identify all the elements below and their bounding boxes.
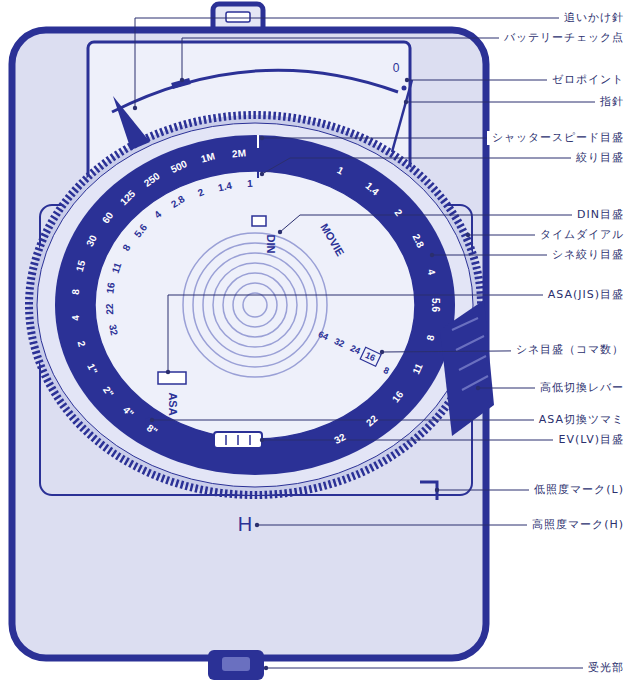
- shutter-speed-number: 2: [75, 340, 88, 348]
- high-light-mark: H: [238, 513, 252, 535]
- cine-aperture-number: 22: [364, 413, 380, 429]
- aperture-number: 4: [152, 209, 164, 222]
- center-rings: [183, 233, 327, 377]
- shutter-speed-number: 8": [144, 422, 159, 438]
- cine-aperture-number: 1: [334, 164, 345, 177]
- cine-aperture-number: 4: [424, 268, 437, 276]
- shutter-ring: [55, 135, 455, 475]
- shutter-speed-number: 250: [141, 171, 162, 190]
- leader-dots: [133, 78, 480, 670]
- callout-label: 指針: [595, 95, 626, 109]
- callout-label: ASA(JIS)目盛: [543, 288, 626, 302]
- shutter-index: [257, 135, 259, 148]
- cine-aperture-number: 32: [332, 431, 347, 447]
- aperture-number: 1: [247, 178, 253, 190]
- dial-face: [37, 123, 473, 487]
- aperture-number: 16: [105, 282, 118, 295]
- cine-frame-number: 8: [381, 365, 390, 377]
- callout-label: ゼロポイント: [547, 73, 626, 87]
- cine-aperture-number: 5.6: [429, 298, 441, 312]
- shutter-speed-number: 60: [99, 210, 115, 226]
- shutter-speed-number: 8: [69, 288, 81, 295]
- shutter-speed-number: 2M: [232, 147, 247, 160]
- aperture-number: 2.8: [169, 194, 187, 212]
- shutter-speed-number: 500: [169, 158, 189, 176]
- callout-label: タイムダイアル: [535, 228, 626, 242]
- callout-label: シネ絞り目盛: [547, 248, 626, 262]
- range-lever: [440, 300, 494, 436]
- asa-window: [158, 372, 186, 384]
- body-case: [12, 30, 486, 658]
- cine-aperture-number: 16: [390, 389, 406, 405]
- callout-label: 追いかけ針: [559, 11, 626, 25]
- cine-aperture-number: 8: [424, 334, 437, 342]
- callout-label: 高低切換レバー: [535, 381, 626, 395]
- cine-frame-number: 24: [348, 343, 362, 357]
- aperture-number: 5.6: [132, 221, 150, 239]
- callout-label: EV(LV)目盛: [553, 433, 626, 447]
- cine-aperture-number: 1.4: [362, 180, 380, 198]
- cine-frame-number: 32: [332, 336, 346, 350]
- callout-label: DIN目盛: [572, 208, 626, 222]
- aperture-number: 8: [120, 243, 133, 254]
- knurled-edge: [29, 115, 481, 495]
- callout-label: 絞り目盛: [571, 151, 626, 165]
- time-dial: [29, 115, 481, 495]
- receptor-lens: [222, 657, 250, 671]
- cine-aperture-number: 11: [411, 361, 426, 376]
- cine-frame-number: 16: [363, 350, 377, 364]
- ev-ticks: [226, 435, 250, 445]
- callout-label: シネ目盛（コマ数）: [511, 343, 626, 357]
- cine-frame-number: 64: [316, 329, 330, 343]
- shutter-speed-number: 15: [74, 259, 88, 273]
- aperture-number: 32: [106, 323, 120, 336]
- scale-arc: [112, 70, 398, 112]
- callout-label: ASA切換ツマミ: [534, 413, 626, 427]
- callout-label: 高照度マーク(H): [527, 518, 626, 532]
- light-receptor: [208, 650, 264, 680]
- din-window: [252, 216, 266, 226]
- inner-disc: [95, 171, 415, 439]
- callout-label: バッテリーチェック点: [499, 31, 626, 45]
- pointer-needle: [392, 80, 412, 152]
- shutter-speed-number: 30: [84, 233, 100, 248]
- callout-label: シャッタースピード目盛: [487, 131, 626, 145]
- movie-mark: MOVIE: [318, 221, 347, 258]
- cine-aperture-number: 2.8: [410, 232, 427, 250]
- chasing-needle: [113, 96, 150, 150]
- shutter-speed-number: 1": [84, 362, 99, 376]
- low-light-mark: [420, 482, 437, 500]
- shutter-speed-number: 4": [120, 405, 136, 421]
- cine-frame-mark: [360, 347, 381, 366]
- shutter-speed-number: 4: [69, 315, 81, 322]
- aperture-number: 2: [196, 186, 206, 199]
- shutter-speed-number: 125: [118, 187, 138, 207]
- strap-hole: [226, 12, 250, 22]
- shutter-speed-number: 1M: [200, 151, 217, 166]
- aperture-number: 22: [104, 303, 116, 315]
- ev-window: [214, 432, 262, 448]
- shutter-speed-number: 2": [100, 385, 116, 400]
- aperture-index: [257, 168, 259, 178]
- lever-grip: [452, 318, 488, 390]
- callout-label: 受光部: [583, 661, 626, 675]
- zero-mark: 0: [393, 61, 400, 75]
- din-mark: DIN: [264, 235, 277, 254]
- cine-aperture-number: 2: [392, 207, 405, 219]
- aperture-number: 11: [110, 261, 125, 275]
- callout-label: 低照度マーク(L): [529, 483, 626, 497]
- aperture-number: 1.4: [217, 179, 233, 194]
- needles: [113, 80, 412, 152]
- ev-mark: EV: [287, 439, 304, 455]
- zero-point-dot: [402, 86, 407, 91]
- asa-mark: ASA: [166, 392, 179, 415]
